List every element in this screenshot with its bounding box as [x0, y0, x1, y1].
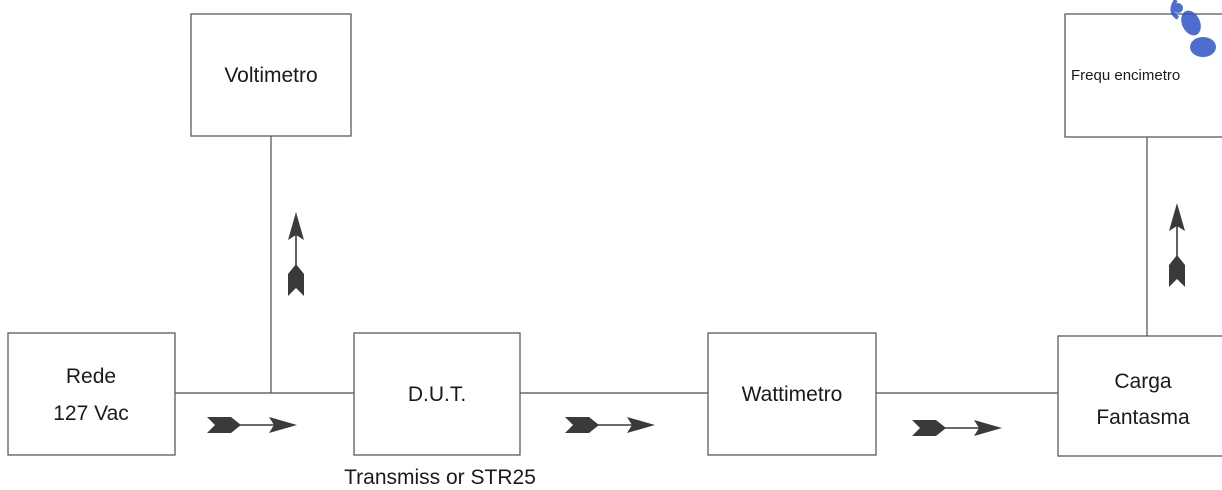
- flow-arrow-rede-to-dut: [206, 416, 298, 434]
- flow-arrow-wattimetro-to-carga: [911, 419, 1003, 437]
- carga-box: [1057, 335, 1222, 457]
- wattimetro-box: [707, 332, 877, 456]
- dut-label: D.U.T.: [408, 383, 466, 406]
- voltimetro-block: Voltimetro: [190, 13, 352, 137]
- rede-box: [7, 332, 176, 456]
- flow-arrow-up-to-voltimetro: [287, 211, 305, 297]
- rede-label-line2: 127 Vac: [53, 402, 129, 425]
- dut-block: D.U.T.: [353, 332, 521, 456]
- voltimetro-box: [190, 13, 352, 137]
- connection-lines: [175, 136, 1148, 394]
- frequencimetro-label: Frequ encimetro: [1071, 67, 1180, 84]
- dut-box: [353, 332, 521, 456]
- carga-block: Carga Fantasma: [1057, 335, 1222, 457]
- wattimetro-block: Wattimetro: [707, 332, 877, 456]
- dut-caption: Transmiss or STR25: [344, 466, 536, 489]
- ink-stamp-mark: [1170, 0, 1216, 57]
- flow-arrow-dut-to-wattimetro: [564, 416, 656, 434]
- rede-label-line1: Rede: [66, 365, 116, 388]
- voltimetro-label: Voltimetro: [224, 64, 317, 87]
- carga-label-line1: Carga: [1114, 370, 1172, 393]
- rede-block: Rede 127 Vac: [7, 332, 176, 456]
- wattimetro-label: Wattimetro: [742, 383, 843, 406]
- carga-label-line2: Fantasma: [1096, 406, 1190, 429]
- flow-arrow-up-to-frequencimetro: [1168, 202, 1186, 288]
